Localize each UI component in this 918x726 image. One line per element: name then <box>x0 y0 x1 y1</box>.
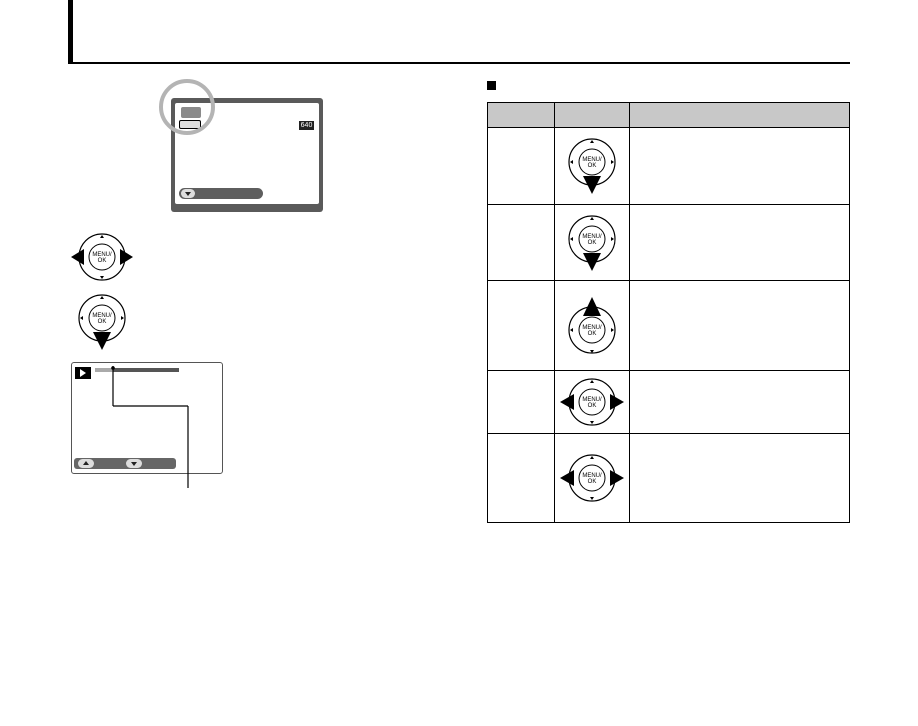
dpad-center-label-2: OK <box>588 331 597 337</box>
dpad-center-label: MENU/ <box>582 234 602 240</box>
down-arrow-icon <box>181 189 195 198</box>
dpad-center-label: MENU/ <box>582 325 602 331</box>
dpad-center-label: MENU/ <box>582 157 602 163</box>
table-cell <box>487 370 555 434</box>
table-cell: MENU/ OK <box>554 370 630 434</box>
callout-line <box>111 366 189 488</box>
up-arrow-icon <box>78 459 94 468</box>
dpad-down-icon: MENU/ OK <box>568 138 616 194</box>
down-arrow-icon <box>126 459 142 468</box>
table-cell: MENU/ OK <box>554 280 630 371</box>
table-cell <box>629 433 850 523</box>
playback-guide-bar <box>74 458 176 469</box>
dpad-left-right-icon: MENU/ OK <box>560 454 624 502</box>
dpad-center-label-2: OK <box>98 319 107 325</box>
dpad-center-label-2: OK <box>588 240 597 246</box>
table-header-cell <box>629 102 850 128</box>
table-cell <box>487 204 555 281</box>
table-cell: MENU/ OK <box>554 433 630 523</box>
dpad-center-label-2: OK <box>588 403 597 409</box>
table-cell <box>629 204 850 281</box>
dpad-up-icon: MENU/ OK <box>568 296 616 354</box>
playback-icon <box>75 367 91 379</box>
table-cell <box>487 280 555 371</box>
dpad-down-icon: MENU/ OK <box>568 214 616 271</box>
table-cell <box>629 370 850 434</box>
dpad-center-label: MENU/ <box>582 397 602 403</box>
dpad-center-label: MENU/ <box>582 473 602 479</box>
dpad-down-icon: MENU/ OK <box>78 294 126 350</box>
operation-table: MENU/ OK MENU/ OK <box>487 102 850 523</box>
dpad-center-label: MENU/ <box>92 313 112 319</box>
table-header-cell <box>487 102 555 128</box>
table-cell: MENU/ OK <box>554 204 630 281</box>
table-cell: MENU/ OK <box>554 127 630 205</box>
dpad-left-right-icon: MENU/ OK <box>560 378 624 426</box>
playback-progress-fill <box>95 368 113 372</box>
dpad-center-label-2: OK <box>588 479 597 485</box>
table-row: MENU/ OK <box>487 433 850 523</box>
table-row: MENU/ OK <box>487 127 850 205</box>
table-header-row <box>487 102 850 128</box>
table-row: MENU/ OK <box>487 204 850 281</box>
table-cell <box>629 280 850 371</box>
table-header-cell <box>554 102 630 128</box>
table-row: MENU/ OK <box>487 370 850 434</box>
page-header <box>68 0 850 64</box>
table-cell <box>487 433 555 523</box>
section-bullet <box>487 81 496 90</box>
image-size-badge: 640 <box>299 121 314 130</box>
dpad-center-label-2: OK <box>588 163 597 169</box>
camera-guide-bar <box>179 188 263 199</box>
playback-screen-illustration <box>71 362 223 474</box>
dpad-left-right-icon: MENU/ OK <box>71 233 133 281</box>
dpad-center-label-2: OK <box>98 258 107 264</box>
playback-progress-bar <box>95 368 179 372</box>
table-cell <box>629 127 850 205</box>
dpad-center-label: MENU/ <box>92 252 112 258</box>
highlight-ring <box>159 79 215 135</box>
table-row: MENU/ OK <box>487 280 850 371</box>
table-cell <box>487 127 555 205</box>
